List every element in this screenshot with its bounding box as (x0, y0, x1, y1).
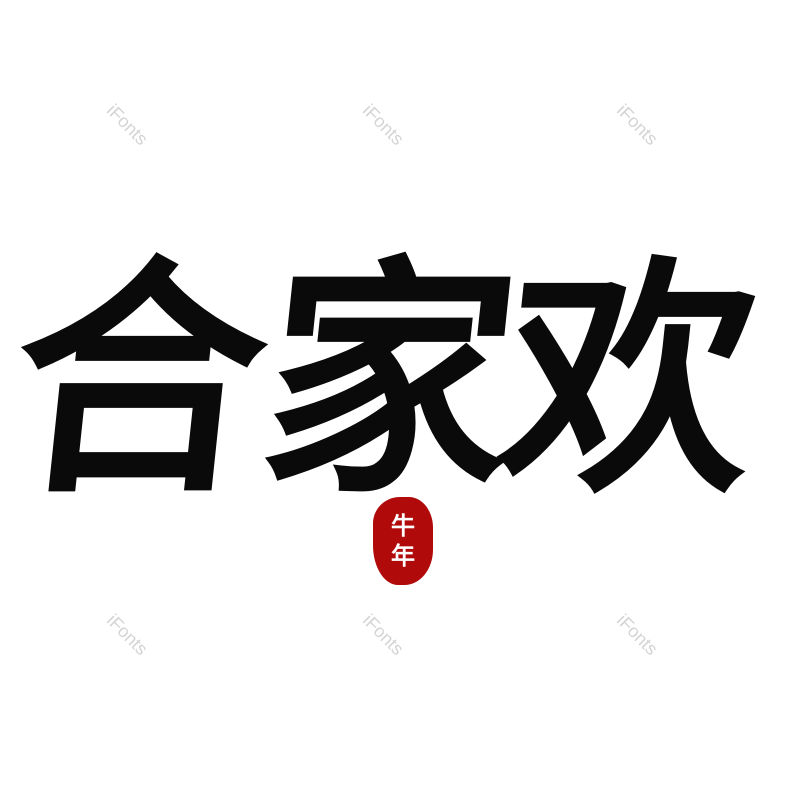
seal-char: 牛 (391, 512, 415, 540)
watermark: iFonts (612, 100, 662, 150)
seal-char: 年 (391, 542, 415, 570)
watermark: iFonts (612, 610, 662, 660)
calligraphy-char-he: 合 (0, 233, 281, 527)
watermark: iFonts (358, 610, 408, 660)
calligraphy-char-jia: 家 (249, 233, 531, 527)
watermark: iFonts (102, 100, 152, 150)
watermark: iFonts (358, 100, 408, 150)
calligraphy-char-huan: 欢 (489, 233, 771, 527)
watermark: iFonts (102, 610, 152, 660)
red-seal-stamp: 牛 年 (373, 497, 433, 585)
